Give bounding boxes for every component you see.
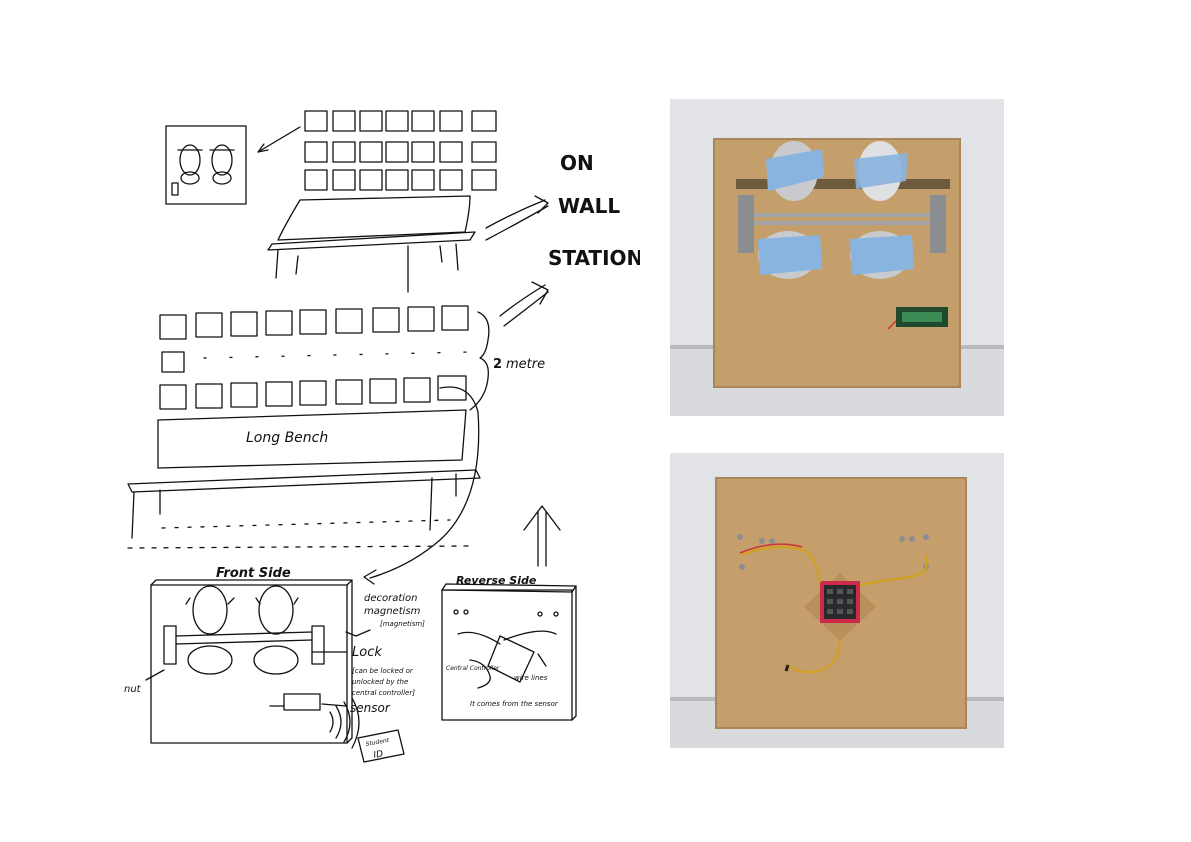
note-sensor: sensor bbox=[350, 701, 391, 715]
concept-sketch: ON WALL STATION 2 metre Long Bench Front… bbox=[124, 110, 640, 763]
note-nut: nut bbox=[124, 684, 142, 695]
note-lock-detail-1: [can be locked or bbox=[352, 667, 414, 675]
reverse-side-title: Reverse Side bbox=[456, 574, 537, 587]
upper-bench bbox=[267, 195, 476, 293]
arrow-upper bbox=[485, 199, 546, 229]
note-lock-detail-2: unlocked by the bbox=[352, 678, 408, 686]
sensor-waves bbox=[329, 697, 360, 749]
reverse-note: It comes from the sensor bbox=[470, 700, 559, 708]
title-line-station: STATION bbox=[548, 246, 640, 270]
front-side-title: Front Side bbox=[216, 566, 291, 581]
note-magnetism: magnetism bbox=[364, 606, 421, 617]
reverse-side-board bbox=[441, 583, 577, 721]
note-decoration: decoration bbox=[364, 593, 418, 604]
card-line-2: ID bbox=[373, 749, 384, 761]
arrow-lower bbox=[499, 284, 546, 317]
front-side-board bbox=[150, 579, 353, 744]
reverse-wire-label: wire lines bbox=[514, 674, 548, 682]
front-board-photo bbox=[670, 99, 1004, 416]
height-bracket bbox=[469, 311, 490, 411]
note-lock: Lock bbox=[352, 645, 382, 660]
arrow-to-inset bbox=[257, 126, 301, 153]
connector-curve bbox=[369, 386, 480, 579]
long-bench-label: Long Bench bbox=[246, 430, 328, 446]
upper-wall-grid bbox=[304, 110, 497, 191]
note-magnetism-sub: [magnetism] bbox=[380, 620, 425, 628]
card-line-1: Student bbox=[365, 737, 390, 748]
height-value: 2 bbox=[493, 357, 502, 372]
up-arrow bbox=[537, 511, 547, 567]
title-line-wall: WALL bbox=[558, 194, 620, 218]
note-lock-detail-3: central controller] bbox=[352, 689, 415, 697]
height-label: metre bbox=[506, 357, 545, 372]
student-id-card bbox=[357, 729, 405, 763]
title-line-on: ON bbox=[560, 151, 594, 175]
shoe-detail-inset bbox=[165, 125, 247, 205]
back-board-photo bbox=[670, 453, 1004, 748]
reverse-controller-label: Central Controller bbox=[446, 665, 500, 672]
lower-wall-grid bbox=[159, 305, 469, 410]
long-bench bbox=[127, 409, 481, 549]
